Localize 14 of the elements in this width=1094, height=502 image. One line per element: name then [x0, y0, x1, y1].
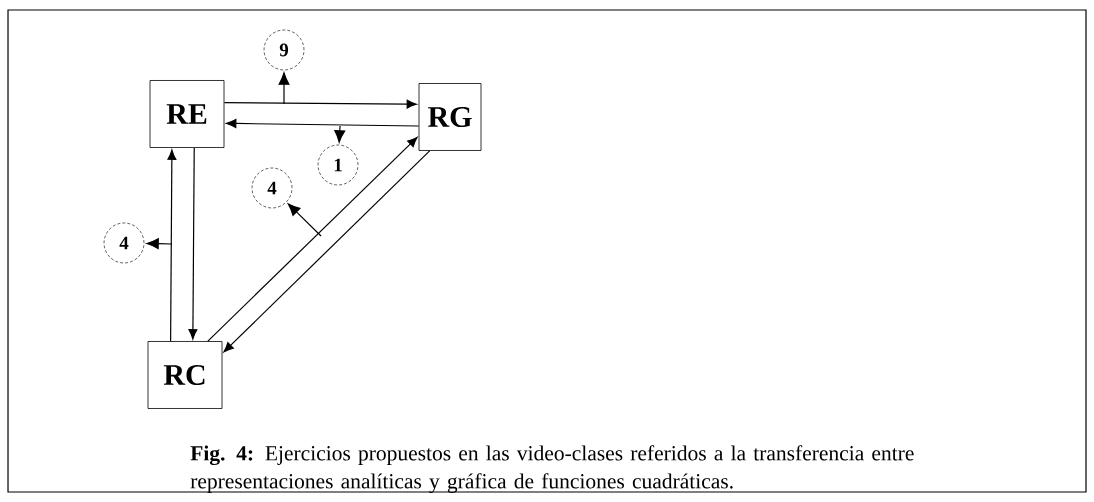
- arrow: [334, 125, 346, 143]
- arrow: [146, 238, 173, 250]
- box: RG: [418, 83, 482, 151]
- box: RC: [147, 341, 223, 409]
- box: RE: [149, 80, 225, 148]
- arrow: [278, 72, 290, 105]
- arrow: [188, 147, 198, 340]
- arrow: [207, 136, 418, 342]
- caption: Fig. 4: Ejercicios propuestos en las video-clases referidos a la transferencia entre representaciones analíticas y gráfica de funciones cuadráticas.: [190, 445, 914, 493]
- arrow: [223, 150, 431, 353]
- arrow: [287, 203, 322, 237]
- arrow: [226, 119, 420, 128]
- arrow: [223, 99, 417, 109]
- arrow: [167, 149, 177, 342]
